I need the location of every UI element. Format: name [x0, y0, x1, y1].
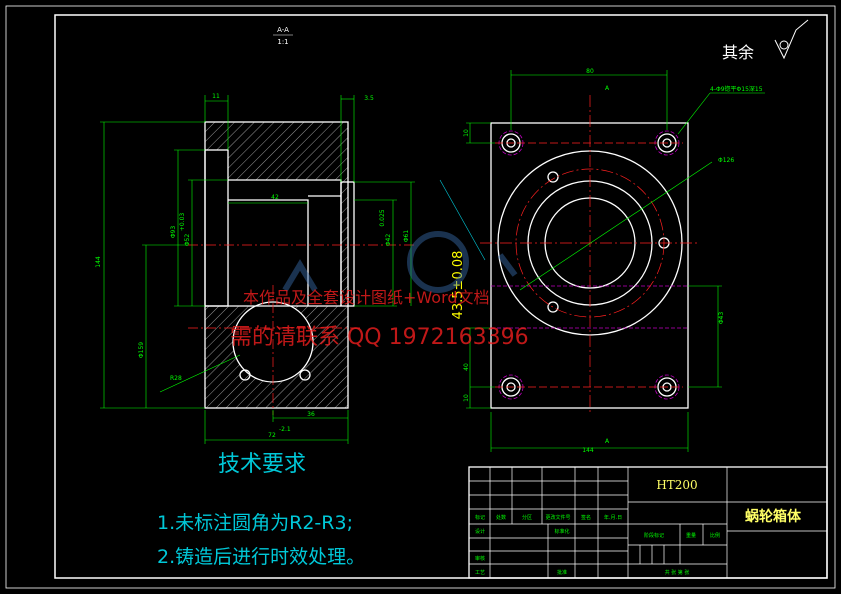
dim-phi42: Φ42 [385, 234, 392, 247]
tb-label-sign: 签名 [581, 514, 591, 521]
dim-80: 80 [586, 68, 594, 75]
outer-border [5, 5, 836, 589]
section-label-scale: 1:1 [277, 38, 288, 46]
tb-label-zone: 分区 [522, 514, 532, 521]
dim-72: 72 [268, 432, 276, 439]
dim-144-left: 144 [95, 256, 102, 268]
mark-a-top: A [605, 85, 610, 92]
dim-r28: R28 [170, 375, 182, 382]
watermark-line1: 本作品及全套设计图纸+Word文档 [243, 288, 490, 307]
tb-label-count: 处数 [496, 514, 506, 521]
dim-phi52-tol: +0.03 [179, 213, 186, 232]
dim-36: 36 [307, 411, 315, 418]
roughness-symbol [774, 19, 809, 60]
tb-label-design: 设计 [475, 528, 485, 535]
tech-req-item-2: 2.铸造后进行时效处理。 [157, 546, 365, 568]
dim-phi93: Φ93 [170, 226, 177, 239]
title-block-labels: HT200 蜗轮箱体 标记 处数 分区 更改文件号 签名 年.月.日 设计 标准… [475, 478, 802, 576]
roughness-note: 其余 [722, 43, 754, 62]
watermark-line2: 需的请联系 QQ 1972163396 [230, 325, 529, 350]
tb-label-review: 审核 [475, 555, 485, 562]
tb-label-approve: 批准 [557, 569, 567, 576]
dim-42: 42 [271, 194, 279, 201]
section-view: 11 3.5 42 144 Φ93 Φ52 +0.03 Φ159 Φ42 0.0… [95, 93, 415, 444]
dim-phi159: Φ159 [138, 342, 145, 358]
dim-10-bottom: 10 [463, 394, 470, 402]
tb-label-standardize: 标准化 [554, 528, 569, 535]
section-label-name: A-A [277, 26, 289, 34]
title-block [468, 466, 828, 579]
tb-part-name: 蜗轮箱体 [745, 508, 802, 525]
tech-req-title: 技术要求 [218, 452, 306, 477]
dim-phi61: Φ61 [403, 230, 410, 243]
tb-label-date: 年.月.日 [604, 514, 622, 521]
tb-label-sheets: 共 张 第 张 [665, 569, 690, 576]
tb-material: HT200 [656, 478, 697, 492]
dim-40: 40 [463, 363, 470, 371]
dim-144-bottom: 144 [582, 447, 594, 454]
mark-a-bottom: A [605, 438, 610, 445]
dim-holes: 4-Φ9锪平Φ15深15 [710, 85, 763, 93]
dim-72-tol: -2.1 [279, 426, 291, 433]
watermark: 本作品及全套设计图纸+Word文档 需的请联系 QQ 1972163396 [230, 231, 529, 350]
tech-req-item-1: 1.未标注圆角为R2-R3; [157, 512, 353, 534]
dim-phi42-tol: 0.025 [379, 209, 386, 226]
tb-label-change-doc: 更改文件号 [545, 514, 570, 521]
dim-phi126: Φ126 [718, 157, 734, 164]
tb-label-weight: 重量 [686, 532, 696, 539]
inner-border [54, 14, 828, 579]
tb-label-ratio: 比例 [710, 532, 720, 539]
dim-3-5: 3.5 [364, 95, 374, 102]
dim-10-top: 10 [463, 129, 470, 137]
dim-phi43: Φ43 [718, 312, 725, 325]
tb-label-process: 工艺 [475, 570, 485, 576]
tb-label-mark: 标记 [475, 514, 485, 521]
dim-center-height: 43.5±0.08 [451, 251, 466, 320]
dim-phi52: Φ52 [184, 234, 191, 247]
tb-label-stage: 阶段标记 [644, 532, 664, 539]
dim-11: 11 [212, 93, 220, 100]
front-view: 80 A 4-Φ9锪平Φ15深15 Φ126 10 40 10 Φ43 144 … [439, 68, 765, 454]
